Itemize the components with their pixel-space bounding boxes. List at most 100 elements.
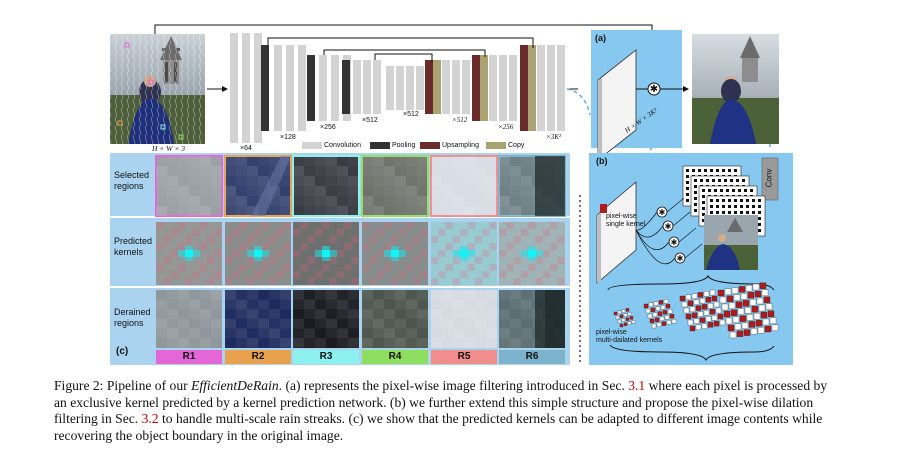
network-layer xyxy=(406,66,414,110)
region-tag-label: R3 xyxy=(319,351,333,362)
filter-operators: ✱ ✱ ✱ ✱ xyxy=(635,197,703,265)
svg-text:✱: ✱ xyxy=(650,84,658,95)
network-layer xyxy=(462,60,470,114)
network-layer xyxy=(274,45,282,131)
legend-label: Upsampling xyxy=(442,142,479,149)
kernel-prediction-network xyxy=(230,33,578,143)
region-tag-label: R4 xyxy=(388,351,402,362)
encoder-label: ×64 xyxy=(240,145,252,152)
network-layer xyxy=(509,55,517,121)
conv-box xyxy=(761,157,779,201)
derained-region xyxy=(225,290,291,348)
network-layer xyxy=(298,45,306,131)
encoder-label: ×256 xyxy=(320,124,336,131)
region-tag-bg xyxy=(225,350,291,364)
network-layer xyxy=(319,55,327,121)
network-layer xyxy=(452,60,460,114)
network-layer xyxy=(425,60,433,114)
caption-segment: EfficientDeRain xyxy=(191,378,279,393)
network-layer xyxy=(230,33,238,143)
caption-line: Figure 2: Pipeline of our EfficientDeRai… xyxy=(54,378,854,395)
network-layer xyxy=(386,66,394,110)
region-tag-bg xyxy=(362,350,428,364)
pixelwise-multi-dilated-kernels xyxy=(613,282,779,339)
derained-region xyxy=(362,290,428,348)
encoder-label: ×512 xyxy=(362,117,378,124)
output-derained-image xyxy=(692,34,779,144)
caption-segment: 3.1 xyxy=(628,378,646,393)
figure-caption: Figure 2: Pipeline of our EfficientDeRai… xyxy=(54,378,854,444)
network-layer xyxy=(480,55,488,121)
legend-swatch xyxy=(302,142,322,149)
row-label: Predicted kernels xyxy=(114,236,153,257)
network-layer xyxy=(242,33,250,143)
panel-a-tag: (a) xyxy=(595,33,606,43)
network-layer xyxy=(547,45,555,131)
panel-a: ✱ xyxy=(591,30,689,161)
network-layer xyxy=(489,55,497,121)
encoder-label: ×128 xyxy=(280,134,296,141)
region-tag-bg xyxy=(156,350,222,364)
derained-region xyxy=(431,290,497,348)
region-columns xyxy=(155,155,566,364)
panel-c xyxy=(110,153,581,365)
derained-region xyxy=(293,290,359,348)
caption-segment: to handle multi-scale rain streaks. (c) … xyxy=(158,411,823,426)
decoder-label: ×512 xyxy=(452,116,468,124)
network-layer xyxy=(537,45,545,131)
network-layer xyxy=(353,60,361,114)
legend-label: Copy xyxy=(508,142,525,149)
selected-region xyxy=(430,155,498,217)
input-rainy-image xyxy=(110,34,205,144)
panel-c-tag: (c) xyxy=(116,346,129,357)
legend-label: Pooling xyxy=(392,142,416,149)
network-layer xyxy=(433,60,441,114)
network-layer xyxy=(342,60,350,114)
caption-segment: Figure 2: Pipeline of our xyxy=(54,378,192,393)
network-layer xyxy=(442,60,450,114)
network-layer xyxy=(286,45,294,131)
svg-text:✱: ✱ xyxy=(671,238,678,247)
caption-segment: filtering in Sec. xyxy=(54,411,142,426)
network-layer xyxy=(373,60,381,114)
svg-text:✱: ✱ xyxy=(665,222,672,231)
caption-line: an exclusive kernel predicted by a kerne… xyxy=(54,395,854,412)
region-tag-bg xyxy=(499,350,565,364)
region-tag-label: R5 xyxy=(457,351,471,362)
legend-label: Convolution xyxy=(324,142,361,149)
panel-b: ✱ ✱ ✱ ✱ xyxy=(589,153,793,365)
region-tag-bg xyxy=(431,350,497,364)
selected-region xyxy=(361,155,429,217)
network-layer xyxy=(520,45,528,131)
network-layer xyxy=(254,33,262,143)
multi-kernel-label: pixel-wise multi-dailated kernels xyxy=(596,329,663,344)
single-kernel-label: pixel-wise single kernel xyxy=(606,213,646,228)
caption-segment: where each pixel is processed by xyxy=(645,378,828,393)
svg-text:✱: ✱ xyxy=(659,208,666,217)
row-label: Selected regions xyxy=(114,170,150,191)
network-layer xyxy=(472,55,480,121)
encoder-label: ×512 xyxy=(403,111,419,118)
caption-segment: 3.2 xyxy=(141,411,159,426)
decoder-label: ×3K² xyxy=(546,133,561,141)
svg-text:✱: ✱ xyxy=(677,254,684,263)
row-label: Derained regions xyxy=(114,307,151,328)
caption-line: filtering in Sec. 3.2 to handle multi-sc… xyxy=(54,411,854,428)
legend-swatch xyxy=(370,142,390,149)
network-layer xyxy=(528,45,536,131)
legend-swatch xyxy=(420,142,440,149)
caption-segment: . (a) represents the pixel-wise image fi… xyxy=(278,378,629,393)
conv-label: Conv xyxy=(764,168,774,188)
region-tag-label: R1 xyxy=(182,351,196,362)
network-layer xyxy=(557,45,565,131)
region-tag-label: R6 xyxy=(525,351,539,362)
network-layer xyxy=(363,60,371,114)
network-layer xyxy=(396,66,404,110)
pipeline-figure: ✱ ✱ ✱ ✱ ✱ xyxy=(110,24,793,365)
derained-region xyxy=(156,290,222,348)
caption-segment: recovering the object boundary in the or… xyxy=(54,427,344,443)
dilated-output-images xyxy=(682,165,766,270)
decoder-label: ×256 xyxy=(498,123,514,131)
input-dims-label: H × W × 3 xyxy=(152,144,186,153)
region-tag-bg xyxy=(293,350,359,364)
